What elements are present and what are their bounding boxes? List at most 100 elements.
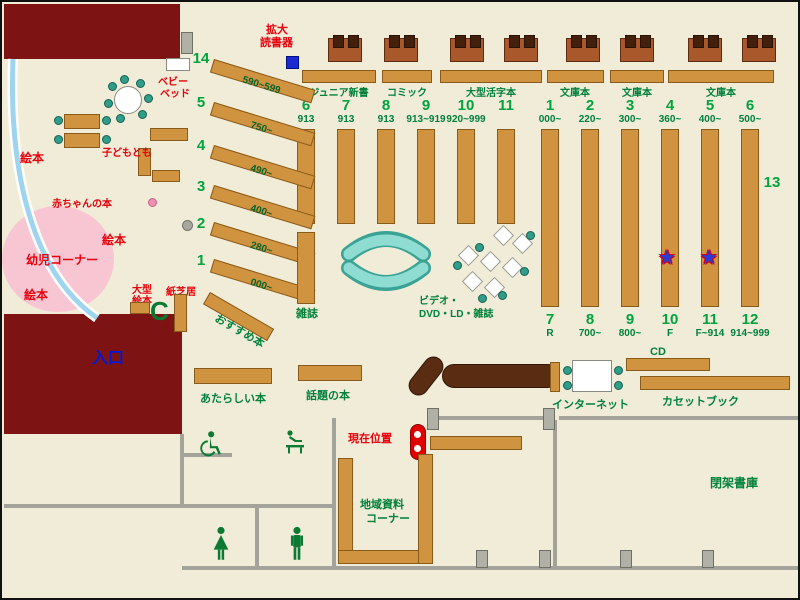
internet-label: インターネット: [552, 399, 629, 411]
cd-shelf: [626, 358, 710, 371]
aisle-number: 10: [661, 311, 679, 328]
magnifier-label-line2: 読書器: [260, 37, 293, 49]
chair: [693, 35, 704, 48]
shelf-label-large-print: 大型活字本: [466, 88, 516, 99]
aisle-number: 11: [498, 97, 514, 114]
reading-table: [688, 35, 722, 62]
chair-dot: [614, 381, 623, 390]
bookshelf: [701, 129, 719, 307]
chair-dot: [144, 94, 153, 103]
pillar: [620, 550, 632, 568]
aisle-range: 913: [337, 114, 355, 125]
aisle-range: 220~: [578, 114, 602, 125]
shelf-label-bunko2: 文庫本: [622, 88, 652, 99]
aisle-number: 5: [705, 97, 715, 114]
chair: [470, 35, 481, 48]
marker-dot: [414, 431, 421, 438]
entrance-label: 入口: [92, 350, 125, 367]
chair: [708, 35, 719, 48]
aisle-number: 8: [585, 311, 595, 328]
baby-bed: [166, 58, 190, 71]
current-location-label: 現在位置: [348, 433, 392, 445]
kids-table: [64, 133, 100, 148]
pillar-dot: [182, 220, 193, 231]
chair-dot: [104, 99, 113, 108]
service-counter: [442, 364, 560, 388]
aisle-number: 9: [421, 97, 431, 114]
aisle-range: 800~: [618, 328, 642, 339]
bookshelf: [417, 129, 435, 224]
new-books-label: あたらしい本: [200, 393, 266, 405]
aisle-number: 1: [196, 252, 206, 269]
star-icon: ★: [700, 247, 718, 269]
baby-care-icon: [286, 430, 304, 454]
picture-books-label: 絵本: [20, 151, 45, 165]
chair: [455, 35, 466, 48]
chair-dot: [54, 116, 63, 125]
aisle-number: 7: [341, 97, 351, 114]
maroon-area-top: [4, 4, 180, 59]
magnifier-label-line1: 拡大: [266, 24, 288, 36]
picture-books-label: 絵本: [102, 233, 127, 247]
bookshelf: [497, 129, 515, 224]
chair: [509, 35, 520, 48]
shelf-label-bunko1: 文庫本: [560, 88, 590, 99]
topical-books-shelf: [298, 365, 362, 381]
baby-bed-label-line2: ベッド: [160, 89, 190, 100]
reading-table: [450, 35, 484, 62]
shelf-label-junior: ジュニア新書: [309, 88, 369, 99]
chair: [333, 35, 344, 48]
aisle-range: 913: [297, 114, 315, 125]
magnifier-device-icon: [286, 56, 299, 69]
aisle-number: 1: [545, 97, 555, 114]
chair: [524, 35, 535, 48]
shelf: [430, 436, 522, 450]
chair-dot: [102, 116, 111, 125]
chair-dot: [54, 135, 63, 144]
aisle-range: R: [546, 328, 554, 339]
bookshelf: [377, 129, 395, 224]
chair-dot: [614, 366, 623, 375]
aisle-number: 7: [545, 311, 555, 328]
wall-shelf: [440, 70, 542, 83]
bookshelf: [661, 129, 679, 307]
aisle-range: 913~919: [406, 114, 446, 125]
chair-dot: [526, 231, 535, 240]
reading-table: [566, 35, 600, 62]
magazine-shelf: [297, 232, 315, 304]
aisle-number: 10: [457, 97, 475, 114]
aisle-range: 000~: [538, 114, 562, 125]
picture-books-label: 絵本: [24, 288, 49, 302]
side-shelf: [550, 362, 560, 392]
star-icon: ★: [658, 247, 676, 269]
reading-table: [620, 35, 654, 62]
large-picture-label-line1: 大型: [132, 285, 152, 296]
chair: [586, 35, 597, 48]
new-books-shelf: [194, 368, 272, 384]
pillar: [702, 550, 714, 568]
aisle-number: 3: [625, 97, 635, 114]
cd-label: CD: [650, 346, 666, 358]
kodomo-label: 子どもとも: [102, 148, 152, 159]
marker-dot: [414, 445, 421, 452]
wall-shelf: [302, 70, 376, 83]
closed-stacks-label: 閉架書庫: [710, 476, 759, 490]
aisle-number: 12: [741, 311, 759, 328]
womens-restroom-icon: [213, 526, 229, 560]
aisle-number: 3: [196, 178, 206, 195]
cassette-shelf: [640, 376, 790, 390]
wall-shelf: [668, 70, 774, 83]
wall-shelf: [382, 70, 432, 83]
bookshelf: [541, 129, 559, 307]
aisle-number-13: 13: [763, 174, 781, 191]
chair-dot: [108, 82, 117, 91]
chair-dot: [453, 261, 462, 270]
aisle-range: 360~: [658, 114, 682, 125]
chair: [625, 35, 636, 48]
aisle-number: 11: [702, 311, 718, 328]
aisle-range: 914~999: [730, 328, 770, 339]
stool-dot: [148, 198, 157, 207]
kamishibai-stand-icon: C: [150, 296, 169, 326]
pillar: [539, 550, 551, 568]
